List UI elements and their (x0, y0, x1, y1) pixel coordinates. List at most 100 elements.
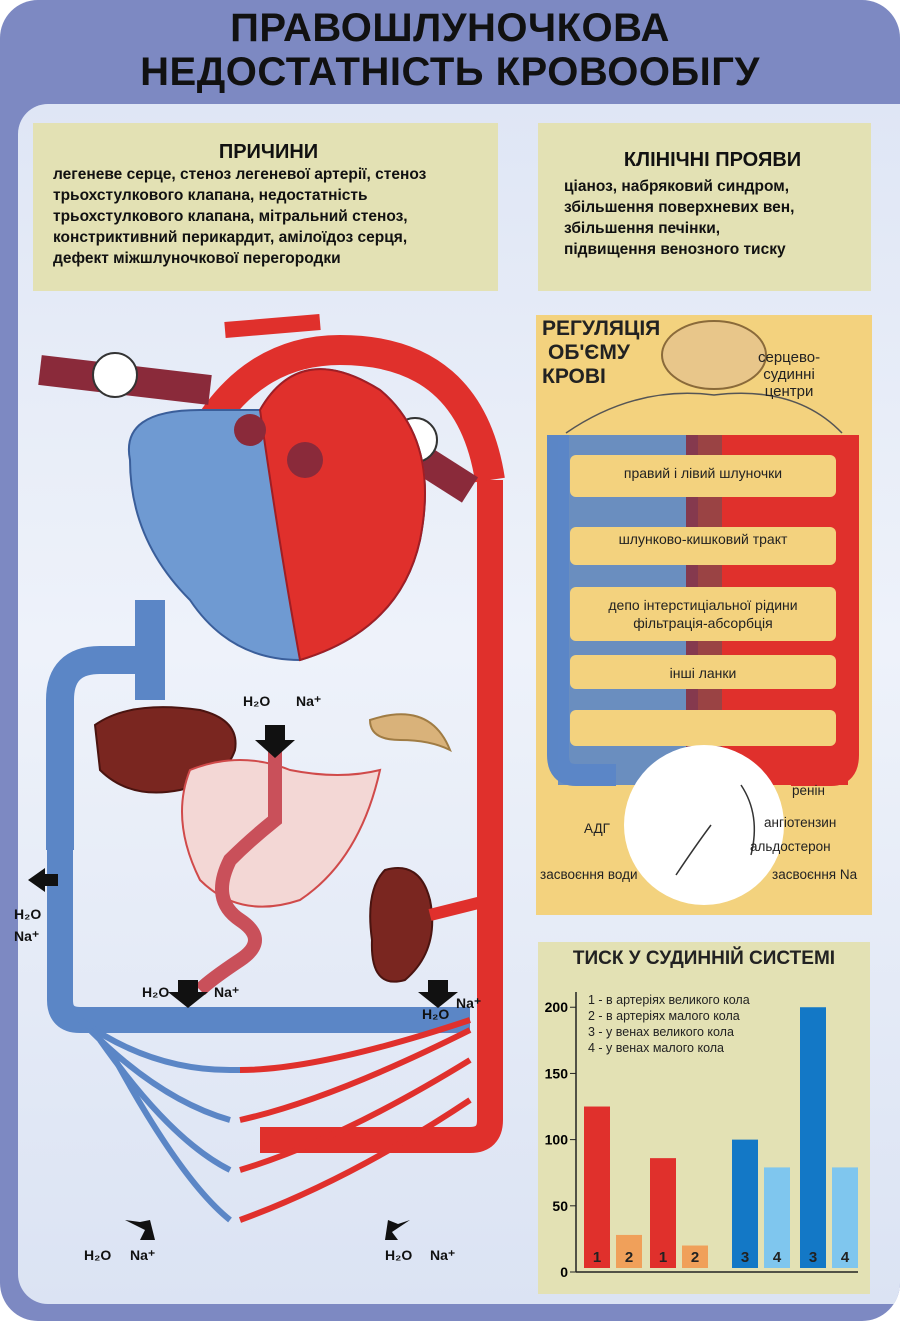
reg-arrow-1 (675, 824, 712, 876)
ion-na-4: Na⁺ (456, 995, 482, 1011)
arrow-down-icon (255, 725, 295, 758)
bar-2 (616, 1234, 642, 1268)
band-label-5: інші ланки (669, 665, 737, 681)
arrow-down-icon-2 (168, 980, 208, 1008)
ion-h2o-2: H₂O (14, 906, 42, 922)
title-line-2: НЕДОСТАТНІСТЬ КРОВООБІГУ (140, 50, 760, 94)
bar-label-8: 4 (841, 1249, 850, 1266)
capillary-art-3 (239, 1057, 472, 1173)
capillary-vein-4 (107, 1048, 232, 1223)
regulation-title-1: РЕГУЛЯЦІЯ (542, 317, 661, 340)
ion-h2o-1: H₂O (243, 693, 271, 709)
causes-line-3: трьохстулкового клапана, мітральний стен… (53, 208, 408, 225)
clinical-line-2: збільшення поверхневих вен, (564, 199, 795, 216)
band-label-4: фільтрація-абсорбція (633, 615, 773, 631)
regulation-title-2: ОБ'ЄМУ (548, 341, 630, 364)
arrow-diag-right-icon (385, 1220, 410, 1240)
kidney-circle (624, 745, 784, 905)
angiotensin-label: ангіотензин (764, 815, 837, 830)
spleen-icon (368, 713, 452, 753)
bar-7 (800, 1007, 826, 1268)
lung-left-icon (92, 352, 138, 398)
title-line-1: ПРАВОШЛУНОЧКОВА (230, 6, 670, 50)
clinical-heading: КЛІНІЧНІ ПРОЯВИ (623, 149, 802, 171)
capillary-art-1 (239, 1017, 471, 1073)
brain-label: серцево- судинні центри (758, 349, 820, 400)
clinical-line-3: збільшення печінки, (564, 220, 721, 237)
capillary-art-4 (238, 1097, 472, 1223)
reg-band-3 (570, 587, 836, 641)
ion-na-3: Na⁺ (214, 984, 240, 1000)
causes-line-1: легеневе серце, стеноз легеневої артерії… (53, 166, 427, 183)
causes-line-4: констриктивний перикардит, амілоїдоз сер… (53, 229, 408, 246)
thrombus-icon-2 (287, 442, 323, 478)
ion-h2o-5: H₂O (84, 1247, 112, 1263)
left-ventricle (258, 368, 426, 662)
legend-item-1: 1 - в артеріях великого кола (588, 993, 750, 1007)
renin-label: ренін (792, 783, 825, 798)
bar-label-6: 4 (773, 1249, 782, 1266)
regulation-diagram (547, 320, 859, 905)
ion-na-2: Na⁺ (14, 928, 40, 944)
bar-label-5: 3 (741, 1249, 749, 1266)
band-label-2: шлунково-кишковий тракт (618, 531, 788, 547)
bar-label-1: 1 (593, 1249, 601, 1266)
ion-h2o-3: H₂O (142, 984, 170, 1000)
pressure-heading: ТИСК У СУДИННІЙ СИСТЕМІ (572, 948, 836, 969)
arrow-left-icon (28, 868, 58, 892)
ion-h2o-4: H₂O (422, 1006, 450, 1022)
causes-line-5: дефект міжшлуночкової перегородки (53, 250, 341, 267)
circulation-illustration (28, 314, 505, 1240)
bar-label-4: 2 (691, 1249, 699, 1266)
causes-box: ПРИЧИНИ легеневе серце, стеноз легеневої… (33, 123, 498, 291)
vena-cava (46, 620, 164, 850)
aortic-branches (224, 314, 321, 338)
reg-band-1 (570, 455, 836, 497)
bar-6 (764, 1167, 790, 1268)
regulation-title: РЕГУЛЯЦІЯ ОБ'ЄМУ КРОВІ (542, 317, 660, 389)
bar-8 (832, 1167, 858, 1268)
vein-lower (47, 840, 470, 1033)
reg-band-2 (570, 527, 836, 565)
brain-label-3: центри (764, 383, 814, 400)
bar-label-3: 1 (659, 1249, 667, 1266)
clinical-line-1: ціаноз, набряковий синдром, (564, 178, 790, 195)
kidney-icon (369, 867, 434, 983)
aldosterone-label: альдостерон (750, 839, 831, 854)
y-tick-label: 200 (545, 999, 569, 1015)
bar-4 (682, 1245, 708, 1268)
page-title: ПРАВОШЛУНОЧКОВА НЕДОСТАТНІСТЬ КРОВООБІГУ (0, 6, 900, 94)
ion-h2o-6: H₂O (385, 1247, 413, 1263)
ion-na-5: Na⁺ (130, 1247, 156, 1263)
bar-label-2: 2 (625, 1249, 633, 1266)
legend-item-2: 2 - в артеріях малого кола (588, 1009, 740, 1023)
bar-1 (584, 1106, 610, 1268)
bar-5 (732, 1139, 758, 1268)
bar-3 (650, 1158, 676, 1268)
adh-label: АДГ (584, 821, 610, 836)
bar-label-7: 3 (809, 1249, 817, 1266)
arrow-down-icon-3 (418, 980, 458, 1008)
intestine-icon (195, 730, 282, 996)
sodium-absorption-label: засвоєння Na (772, 867, 858, 882)
capillary-vein-1 (78, 1017, 240, 1073)
reg-band-5 (570, 710, 836, 746)
y-tick-label: 50 (552, 1198, 568, 1214)
nerve-lines (565, 392, 843, 434)
reg-arrow-2 (740, 784, 756, 856)
brain-icon (661, 320, 767, 390)
capillary-art-2 (239, 1027, 472, 1123)
legend-item-3: 3 - у венах великого кола (588, 1025, 734, 1039)
causes-line-2: трьохстулкового клапана, недостатність (53, 187, 368, 204)
aorta-descending (260, 480, 503, 1153)
legend-item-4: 4 - у венах малого кола (588, 1041, 724, 1055)
ion-na-1: Na⁺ (296, 693, 322, 709)
band-label-1: правий і лівий шлуночки (623, 465, 783, 481)
renal-artery (428, 894, 492, 921)
y-tick-label: 150 (545, 1065, 569, 1081)
clinical-box: КЛІНІЧНІ ПРОЯВИ ціаноз, набряковий синдр… (538, 123, 871, 291)
regulation-panel: РЕГУЛЯЦІЯ ОБ'ЄМУ КРОВІ серцево- судинні … (536, 315, 872, 915)
